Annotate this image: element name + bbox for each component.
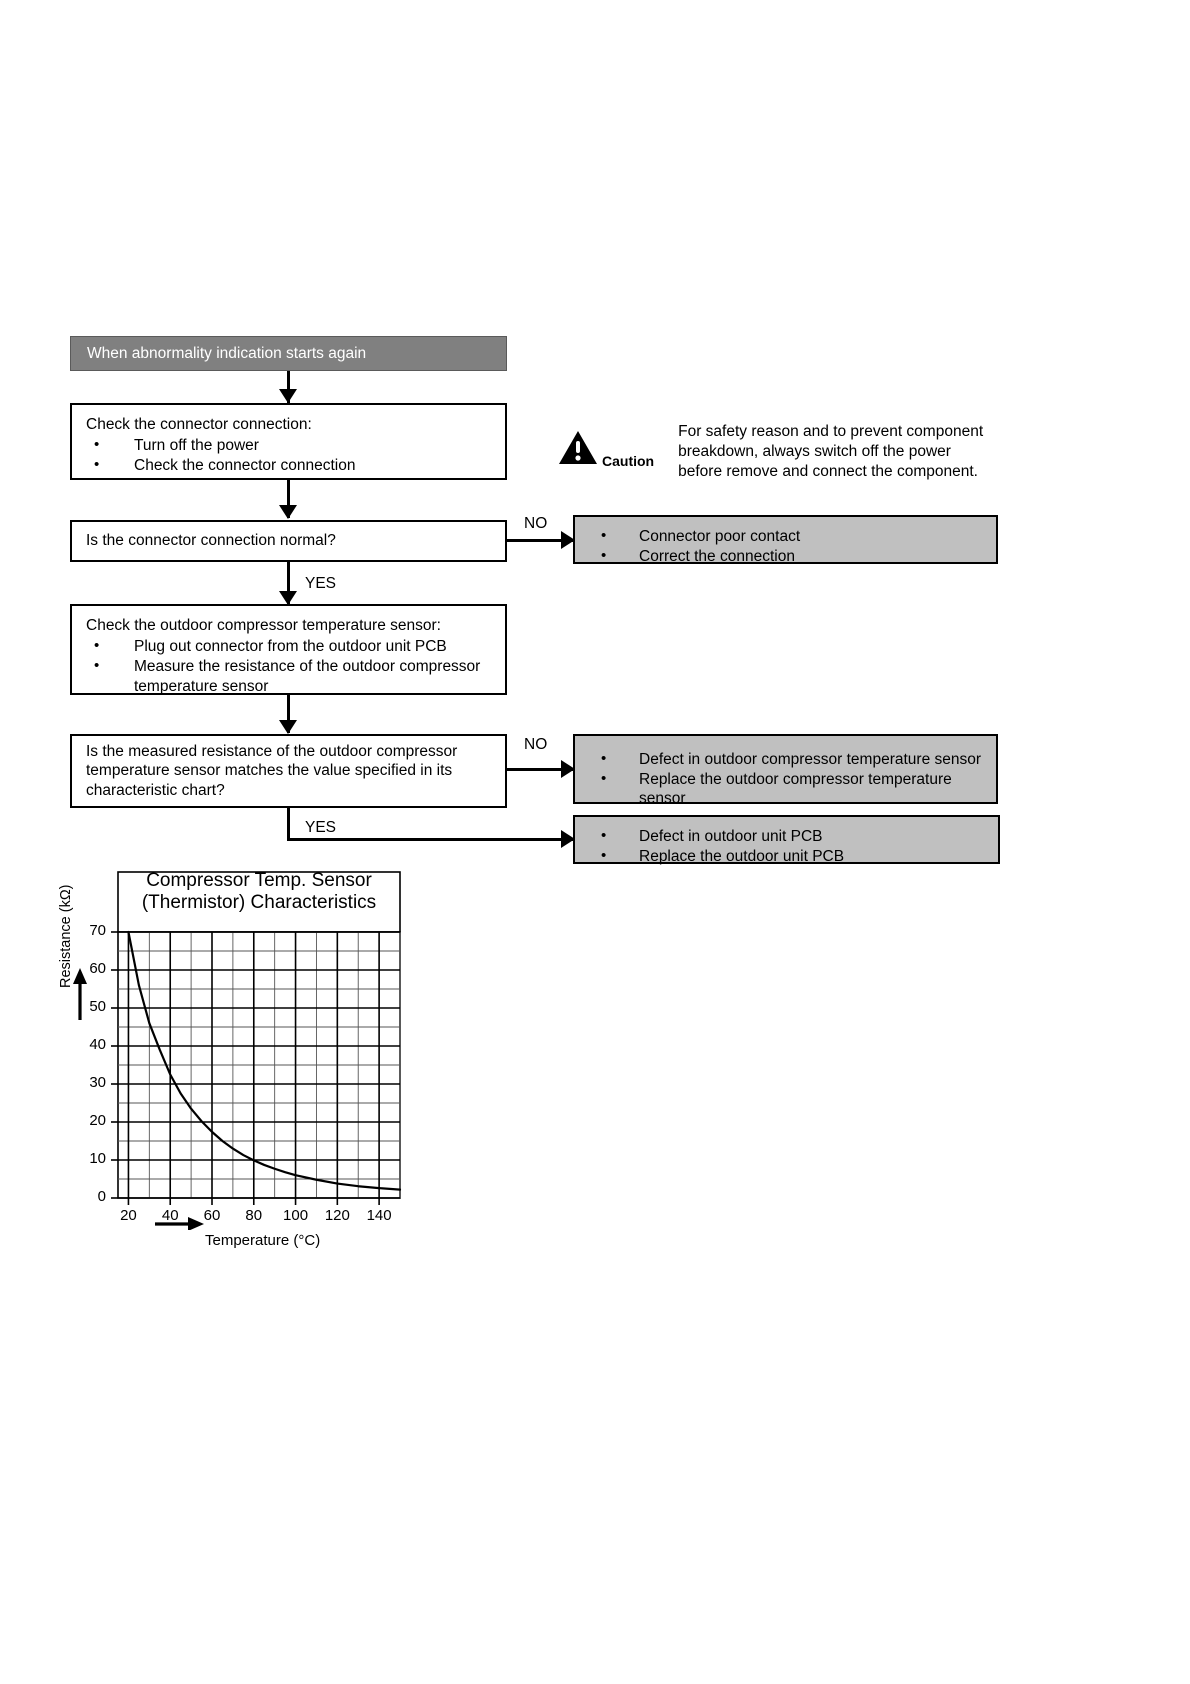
result-pcb-defect-box: Defect in outdoor unit PCB Replace the o… [573,815,1000,867]
caution-text: For safety reason and to prevent compone… [678,422,983,482]
chart-x-axis-label: Temperature (°C) [205,1232,321,1249]
list-item: Connector poor contact [589,526,982,547]
warning-triangle-icon [558,430,598,471]
list-item: Replace the outdoor compressor temperatu… [589,769,982,809]
decision2-question: Is the measured resistance of the outdoo… [86,742,458,799]
list-item: Turn off the power [86,435,491,456]
connector-header-to-step1 [287,371,290,403]
step1-bullet-list: Turn off the power Check the connector c… [86,435,491,476]
chart-title-line: (Thermistor) Characteristics [141,892,377,914]
result1-bullet-list: Connector poor contact Correct the conne… [589,526,982,567]
edge-label-no-2: NO [524,736,548,753]
step-check-connector-box: Check the connector connection: Turn off… [70,403,507,480]
chart-x-tick-100: 100 [283,1207,309,1224]
edge-label-yes-2: YES [305,819,337,836]
chart-title: Compressor Temp. Sensor (Thermistor) Cha… [118,870,400,915]
step-check-sensor-box: Check the outdoor compressor temperature… [70,604,507,695]
chart-y-tick-70: 70 [89,922,106,939]
caution-text-line: before remove and connect the component. [678,463,978,481]
edge-label-yes-1: YES [305,575,337,592]
caution-sign: Caution [558,430,654,471]
arrow-decision2-yes [561,830,575,848]
chart-y-tick-50: 50 [89,998,106,1015]
chart-y-tick-0: 0 [97,1188,106,1205]
result-sensor-defect-box: Defect in outdoor compressor temperature… [573,734,998,807]
list-item: Measure the resistance of the outdoor co… [86,656,491,696]
chart-y-tick-60: 60 [89,960,106,977]
caution-note: Caution For safety reason and to prevent… [558,422,988,482]
arrow-decision1-no [561,531,575,549]
arrow-header-to-step1 [279,389,297,403]
chart-x-tick-60: 60 [203,1207,221,1224]
chart-y-tick-30: 30 [89,1074,106,1091]
list-item: Defect in outdoor compressor temperature… [589,749,982,770]
chart-x-tick-40: 40 [161,1207,179,1224]
x-axis-arrow-icon [155,1217,204,1230]
arrow-decision1-yes [279,591,297,605]
list-item: Check the connector connection [86,455,491,476]
flow-header-box: When abnormality indication starts again [70,336,507,371]
decision1-question: Is the connector connection normal? [86,532,336,550]
connector-decision2-yes-vertical [287,808,290,840]
chart-x-tick-80: 80 [245,1207,263,1224]
connector-decision2-yes-horizontal [287,838,573,841]
arrow-step1-to-decision1 [279,505,297,519]
chart-y-tick-40: 40 [89,1036,106,1053]
arrow-step2-to-decision2 [279,720,297,734]
chart-x-tick-120: 120 [324,1207,350,1224]
chart-x-tick-140: 140 [366,1207,392,1224]
flow-header-label: When abnormality indication starts again [87,344,367,362]
connector-step2-to-decision2 [287,695,290,733]
list-item: Defect in outdoor unit PCB [589,826,984,847]
caution-label: Caution [602,453,655,469]
caution-text-line: breakdown, always switch off the power [678,443,951,461]
arrow-decision2-no [561,760,575,778]
connector-step1-to-decision1 [287,480,290,518]
step1-title: Check the connector connection: [86,416,312,433]
chart-y-tick-10: 10 [89,1150,106,1167]
decision-connector-normal-box: Is the connector connection normal? [70,520,507,562]
caution-text-line: For safety reason and to prevent compone… [678,423,984,440]
step2-title: Check the outdoor compressor temperature… [86,617,441,634]
chart-y-axis-label: Resistance (kΩ) [58,884,74,988]
y-axis-arrow-icon [73,968,87,1020]
chart-x-tick-20: 20 [120,1207,137,1224]
result-connector-poor-contact-box: Connector poor contact Correct the conne… [573,515,998,567]
connector-decision1-yes [287,562,290,604]
connector-decision2-no [507,768,573,771]
decision-resistance-match-box: Is the measured resistance of the outdoo… [70,734,507,808]
chart-y-tick-20: 20 [89,1112,106,1129]
chart-canvas [73,871,402,1230]
connector-decision1-no [507,539,573,542]
chart-title-line: Compressor Temp. Sensor [146,870,372,891]
list-item: Replace the outdoor unit PCB [589,846,984,867]
list-item: Correct the connection [589,546,982,567]
result3-bullet-list: Defect in outdoor unit PCB Replace the o… [589,826,984,867]
thermistor-characteristics-chart: Compressor Temp. Sensor (Thermistor) Cha… [58,870,460,1270]
result2-bullet-list: Defect in outdoor compressor temperature… [589,749,982,809]
edge-label-no-1: NO [524,515,548,532]
step2-bullet-list: Plug out connector from the outdoor unit… [86,636,491,696]
list-item: Plug out connector from the outdoor unit… [86,636,491,657]
